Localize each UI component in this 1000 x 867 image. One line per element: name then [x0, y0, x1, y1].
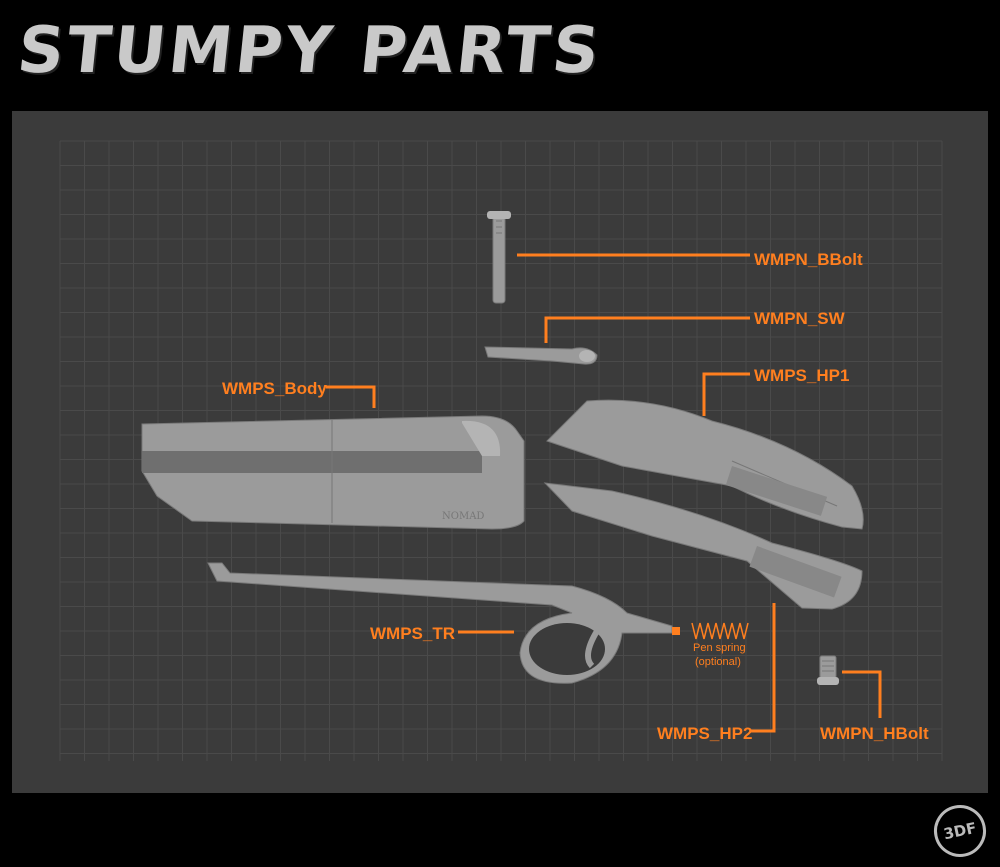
body-label: WMPS_Body: [222, 379, 327, 398]
logo-text: 3DF: [941, 818, 979, 844]
brand-logo: 3DF: [929, 800, 991, 862]
spring-label-line2: (optional): [695, 656, 741, 668]
hp1-label: WMPS_HP1: [754, 366, 849, 385]
bbolt-label: WMPN_BBolt: [754, 250, 863, 269]
body-part: NOMAD: [141, 415, 525, 530]
hp1-leader: [702, 372, 750, 416]
sw-leader: [544, 316, 750, 343]
hbolt-part: [817, 655, 839, 685]
hp2-part: [543, 482, 863, 610]
tr-part: [207, 562, 673, 684]
tr-label: WMPS_TR: [370, 624, 455, 643]
sw-label: WMPN_SW: [754, 309, 846, 328]
hbolt-label: WMPN_HBolt: [820, 724, 929, 743]
hp2-leader: [750, 603, 776, 733]
diagram-panel: WMPN_BBolt WMPN_SW NOMAD WMPS_Body WMPS_…: [12, 111, 988, 793]
body-leader: [326, 385, 376, 408]
spring-label-line1: Pen spring: [693, 642, 746, 654]
pen-spring: [672, 622, 749, 640]
body-engraving: NOMAD: [442, 511, 484, 522]
hp2-label: WMPS_HP2: [657, 724, 752, 743]
hbolt-leader: [842, 670, 882, 718]
parts-diagram: WMPN_BBolt WMPN_SW NOMAD WMPS_Body WMPS_…: [141, 211, 929, 743]
bbolt-part: [487, 211, 511, 304]
sw-part: [484, 346, 598, 365]
page-title: STUMPY PARTS: [14, 14, 606, 88]
hp1-part: [546, 399, 864, 530]
